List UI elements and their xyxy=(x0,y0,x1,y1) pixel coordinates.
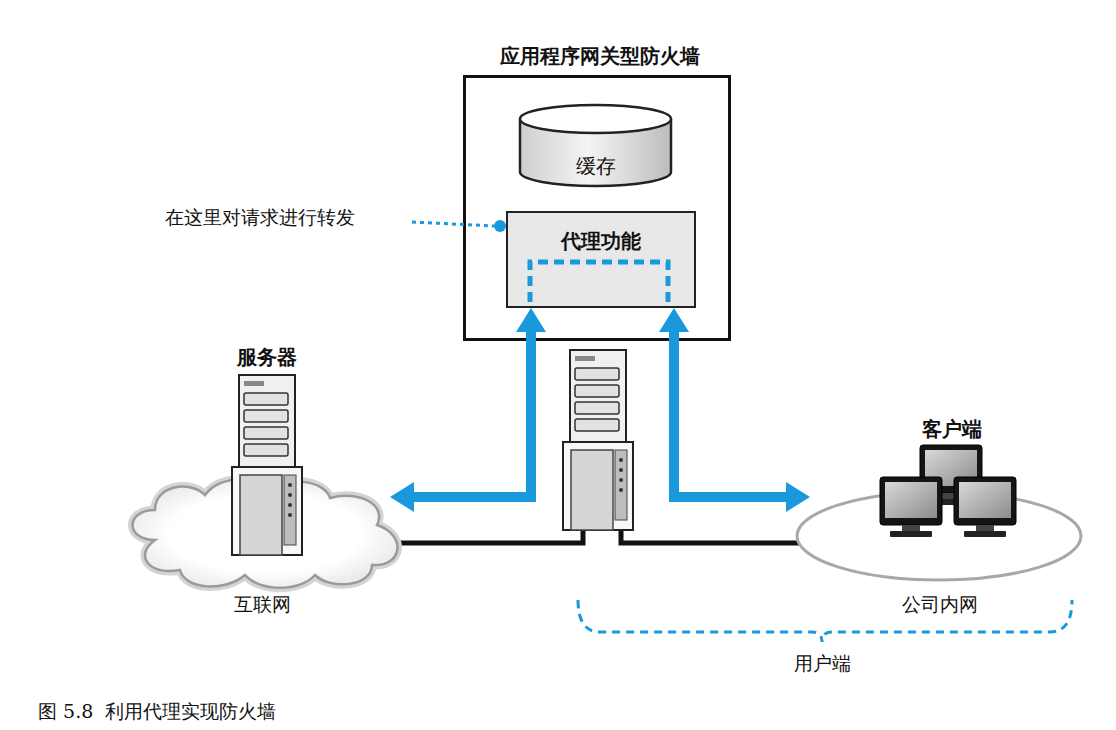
client-label: 客户端 xyxy=(872,417,1032,442)
cloud-label: 互联网 xyxy=(125,593,400,617)
group-label: 用户端 xyxy=(772,652,872,676)
arrow-head xyxy=(659,308,689,332)
server-node-outline xyxy=(222,345,312,560)
double-arrow xyxy=(659,308,810,512)
client-group: 客户端 xyxy=(872,415,1032,555)
arrow-shaft xyxy=(674,330,788,497)
server-label: 服务器 xyxy=(212,345,322,370)
ellipse-label: 公司内网 xyxy=(795,593,1085,617)
arrow-head xyxy=(390,482,414,512)
double-arrow xyxy=(390,308,546,512)
proxy-box: 代理功能 xyxy=(506,211,696,308)
box-title: 应用程序网关型防火墙 xyxy=(406,44,794,69)
firewall-machine xyxy=(563,350,633,530)
network-wire xyxy=(392,512,583,543)
network-wire xyxy=(621,512,800,543)
firewall-box: 应用程序网关型防火墙缓存代理功能 xyxy=(463,75,731,341)
arrow-head xyxy=(786,482,810,512)
group-bracket xyxy=(578,600,1072,642)
server-node: 服务器 xyxy=(222,345,312,560)
box-label: 代理功能 xyxy=(508,229,694,254)
callout-note: 在这里对请求进行转发 xyxy=(165,206,415,230)
arrow-head xyxy=(516,308,546,332)
figure-caption: 图 5.8 利用代理实现防火墙 xyxy=(38,700,638,724)
cylinder-label: 缓存 xyxy=(518,154,673,179)
arrow-shaft xyxy=(412,330,531,497)
cache-cylinder: 缓存 xyxy=(518,103,673,188)
